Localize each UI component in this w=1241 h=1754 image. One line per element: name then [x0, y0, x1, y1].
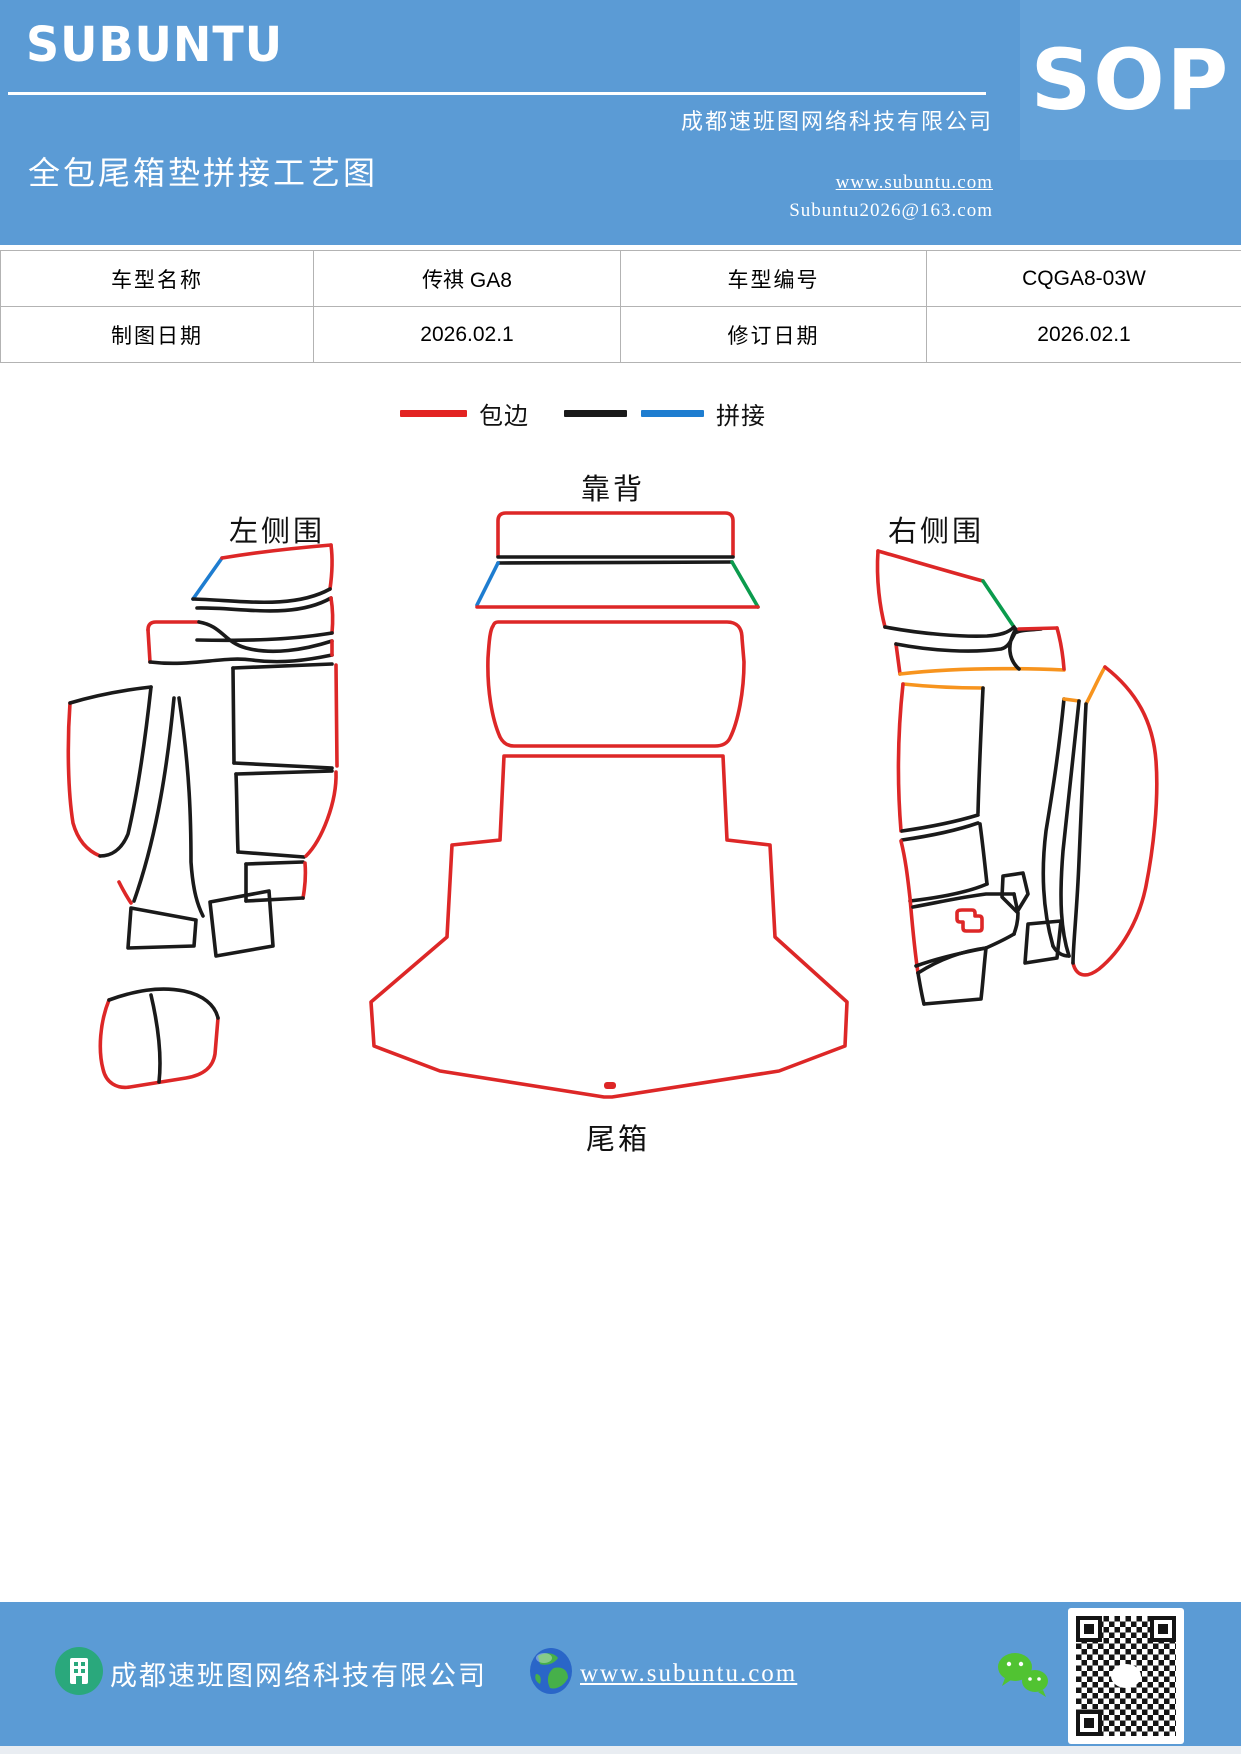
header-website-link[interactable]: www.subuntu.com	[835, 172, 993, 193]
header-divider	[8, 92, 986, 95]
header: SOP SUBUNTU 成都速班图网络科技有限公司 全包尾箱垫拼接工艺图 www…	[0, 0, 1241, 245]
model-code-label: 车型编号	[620, 250, 927, 307]
wechat-icon	[998, 1653, 1048, 1697]
draw-date-label: 制图日期	[0, 306, 314, 363]
qr-center-logo	[1111, 1664, 1141, 1688]
footer-bottom-strip	[0, 1746, 1241, 1754]
footer: 成都速班图网络科技有限公司 www.subuntu.com	[0, 1602, 1241, 1746]
sop-badge: SOP	[1020, 0, 1241, 160]
left-side-pieces	[66, 543, 339, 1090]
header-email[interactable]: Subuntu2026@163.com	[789, 200, 993, 221]
model-code-value: CQGA8-03W	[926, 250, 1241, 307]
trunk-piece	[369, 754, 849, 1099]
legend-seam-label: 拼接	[716, 403, 766, 430]
legend-seam-black-swatch	[564, 409, 627, 417]
model-name-value: 传祺 GA8	[313, 250, 621, 307]
vehicle-info-table: 车型名称 传祺 GA8 车型编号 CQGA8-03W 制图日期 2026.02.…	[0, 250, 1241, 363]
globe-icon	[530, 1648, 572, 1694]
backrest-label: 靠背	[580, 474, 645, 506]
revise-date-label: 修订日期	[620, 306, 927, 363]
qr-finder-icon	[1076, 1710, 1102, 1736]
building-icon	[55, 1647, 103, 1695]
brand-logo: SUBUNTU	[26, 16, 284, 73]
legend-seam-blue-swatch	[641, 409, 704, 417]
draw-date-value: 2026.02.1	[313, 306, 621, 363]
right-side-label: 右侧围	[887, 516, 984, 548]
qr-finder-icon	[1076, 1616, 1102, 1642]
table-row: 车型名称 传祺 GA8 车型编号 CQGA8-03W	[0, 250, 1241, 307]
legend-edge-label: 包边	[479, 403, 529, 430]
footer-website-link[interactable]: www.subuntu.com	[580, 1660, 798, 1687]
model-name-label: 车型名称	[0, 250, 314, 307]
revise-date-value: 2026.02.1	[926, 306, 1241, 363]
page-title: 全包尾箱垫拼接工艺图	[28, 155, 379, 191]
left-side-label: 左侧围	[228, 516, 325, 548]
sop-label: SOP	[1030, 31, 1231, 129]
qr-finder-icon	[1150, 1616, 1176, 1642]
header-company-name: 成都速班图网络科技有限公司	[680, 109, 993, 134]
trunk-label: 尾箱	[585, 1124, 650, 1156]
table-row: 制图日期 2026.02.1 修订日期 2026.02.1	[0, 306, 1241, 363]
legend-edge-swatch	[400, 409, 467, 417]
footer-company-name: 成都速班图网络科技有限公司	[110, 1661, 487, 1691]
backrest-pieces	[475, 511, 760, 748]
qr-code	[1068, 1608, 1184, 1744]
right-side-pieces	[875, 549, 1159, 1006]
legend: 包边 拼接	[400, 398, 766, 430]
